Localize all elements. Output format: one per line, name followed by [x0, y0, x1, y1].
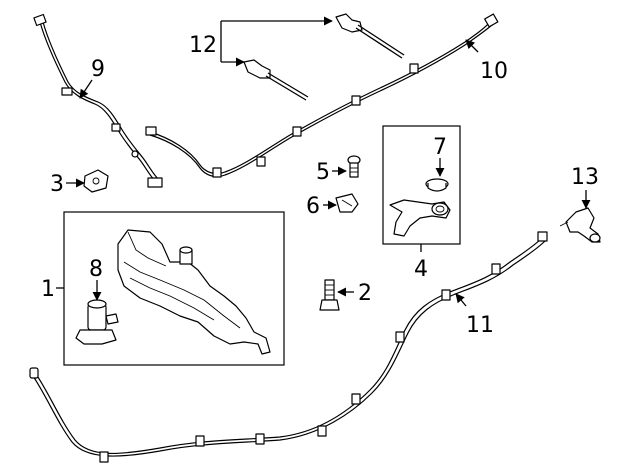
callout-10: 10: [480, 59, 508, 84]
callout-13: 13: [571, 165, 599, 190]
callout-6: 6: [306, 194, 320, 219]
part-6-clip: [335, 193, 359, 213]
callout-5: 5: [316, 160, 330, 185]
callout-4: 4: [414, 257, 428, 282]
part-12-nozzles: [243, 13, 405, 101]
callout-1: 1: [41, 277, 55, 302]
leader-lines: [66, 16, 591, 307]
callout-2: 2: [358, 281, 372, 306]
part-5-bolt: [347, 155, 361, 178]
part-11-hose: [29, 231, 548, 463]
callout-8: 8: [89, 257, 103, 282]
part-2-bolt: [319, 279, 340, 311]
callout-3: 3: [50, 172, 64, 197]
callout-7: 7: [433, 135, 447, 160]
part-1-box: [56, 211, 285, 366]
part-13-connector: [559, 207, 601, 243]
part-4-box: [382, 125, 461, 252]
callout-labels: 1 2 3 4 5 6 7 8 9 10 11 12 13: [41, 33, 599, 338]
part-10-wire: [145, 13, 499, 178]
part-3-clip: [83, 169, 109, 193]
part-9-wire-harness: [33, 13, 163, 188]
callout-11: 11: [466, 313, 494, 338]
callout-12: 12: [189, 33, 217, 58]
callout-9: 9: [91, 57, 105, 82]
